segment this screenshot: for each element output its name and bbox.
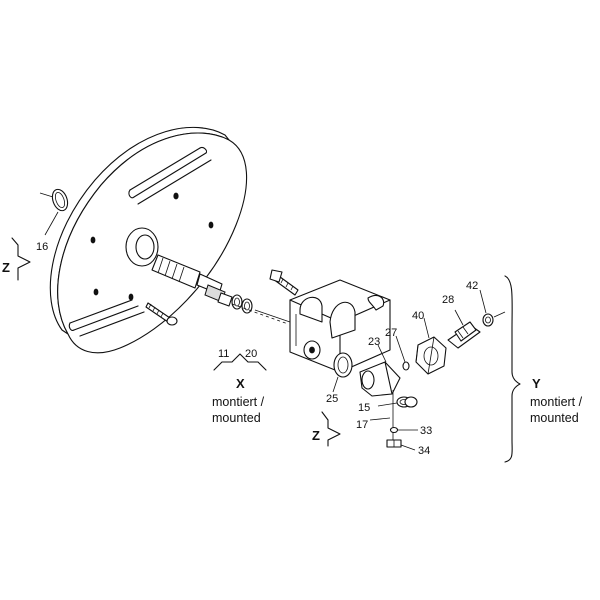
callout-11: 11 [218,348,229,360]
group-z-mid-letter: Z [312,428,320,443]
wood-screw [145,302,178,326]
washer-33 [389,426,418,434]
group-x-letter: X [236,376,245,391]
group-y-line2: mounted [530,411,579,425]
group-x-line2: mounted [212,411,261,425]
group-z-left-letter: Z [2,260,10,275]
callout-16: 16 [36,241,48,253]
callout-27: 27 [385,327,397,339]
o-ring-27 [395,335,410,371]
union-nut-40 [415,317,447,375]
assembly-axis [231,303,289,325]
clip-ring-16 [39,188,69,236]
callout-25: 25 [326,393,338,405]
group-y-letter: Y [532,376,541,391]
swivel-28 [447,309,481,349]
callout-23: 23 [368,336,380,348]
brace-x [213,353,267,371]
callout-33: 33 [420,425,432,437]
callout-20: 20 [245,348,257,360]
elbow-fitting-23 [359,344,401,397]
group-y-line1: montiert / [530,395,583,409]
callout-40: 40 [412,310,424,322]
washers-20 [231,294,253,314]
hex-bolt [269,269,299,296]
group-x-line1: montiert / [212,395,265,409]
seal-ring-25 [332,352,353,393]
callout-28: 28 [442,294,454,306]
callout-34: 34 [418,445,430,457]
brace-z-mid [321,411,341,447]
brace-z-left [11,237,31,281]
callout-15: 15 [358,402,370,414]
brace-y [504,275,521,463]
ring-42 [479,289,506,327]
callout-42: 42 [466,280,478,292]
nut-34 [386,439,416,451]
reel-disc [49,126,248,354]
shaft-11 [151,254,291,323]
callout-17: 17 [356,419,368,431]
mounting-bracket [289,279,391,373]
